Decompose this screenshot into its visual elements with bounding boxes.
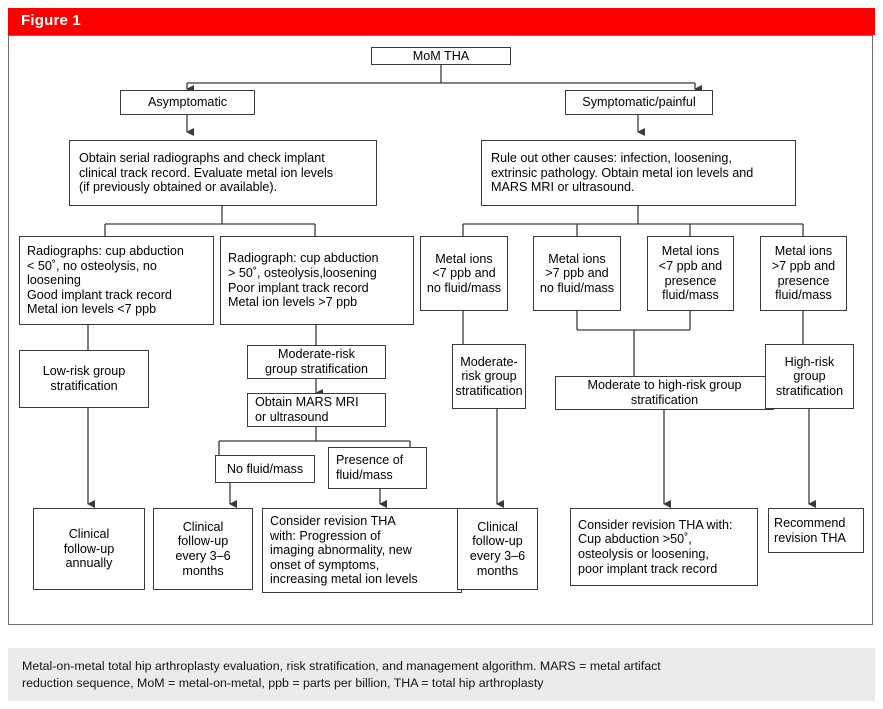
node-clinical-follow-up-annually[interactable]: Clinical follow-up annually — [33, 508, 145, 590]
node-label: Moderate-risk group stratification — [265, 347, 368, 376]
node-metal-ions-low-presence-fluid[interactable]: Metal ions <7 ppb and presence fluid/mas… — [647, 236, 734, 311]
node-label: High-risk group stratification — [775, 354, 844, 398]
node-label: Moderate to high-risk group stratificati… — [587, 378, 742, 407]
node-label: Obtain serial radiographs and check impl… — [79, 151, 334, 195]
node-consider-revision-tha-progression[interactable]: Consider revision THA with: Progression … — [262, 508, 462, 593]
node-obtain-mars-mri[interactable]: Obtain MARS MRI or ultrasound — [247, 393, 386, 427]
node-label: Low-risk group stratification — [42, 364, 126, 393]
node-recommend-revision-tha[interactable]: Recommend revision THA — [768, 508, 864, 553]
node-moderate-risk-group-stratification[interactable]: Moderate-risk group stratification — [247, 345, 386, 379]
node-label: Obtain MARS MRI or ultrasound — [255, 395, 359, 424]
node-label: Clinical follow-up every 3–6 months — [469, 519, 526, 578]
node-moderate-risk-group-stratification-right[interactable]: Moderate- risk group stratification — [452, 344, 526, 409]
node-label: Consider revision THA with: Progression … — [270, 514, 418, 587]
node-low-risk-group-stratification[interactable]: Low-risk group stratification — [19, 350, 149, 408]
node-no-fluid-mass[interactable]: No fluid/mass — [215, 455, 315, 483]
node-radiograph-high-risk-criteria[interactable]: Radiograph: cup abduction > 50˚, osteoly… — [220, 236, 414, 325]
node-label: Recommend revision THA — [774, 515, 846, 545]
node-mom-tha[interactable]: MoM THA — [371, 47, 511, 65]
node-label: Metal ions >7 ppb and presence fluid/mas… — [771, 244, 836, 303]
node-symptomatic-painful[interactable]: Symptomatic/painful — [565, 90, 713, 115]
node-label: Radiograph: cup abduction > 50˚, osteoly… — [228, 251, 379, 310]
figure-caption-text: Metal-on-metal total hip arthroplasty ev… — [22, 659, 661, 690]
figure-caption: Metal-on-metal total hip arthroplasty ev… — [8, 648, 875, 701]
node-radiographs-low-risk-criteria[interactable]: Radiographs: cup abduction < 50˚, no ost… — [19, 236, 214, 325]
figure-label: Figure 1 — [21, 12, 81, 29]
node-metal-ions-high-presence-fluid[interactable]: Metal ions >7 ppb and presence fluid/mas… — [760, 236, 847, 311]
node-high-risk-group-stratification[interactable]: High-risk group stratification — [765, 344, 854, 409]
node-obtain-serial-radiographs[interactable]: Obtain serial radiographs and check impl… — [69, 140, 377, 206]
flowchart-canvas: MoM THA Asymptomatic Symptomatic/painful… — [19, 47, 864, 593]
node-label: Metal ions <7 ppb and no fluid/mass — [426, 251, 502, 295]
node-label: Radiographs: cup abduction < 50˚, no ost… — [27, 244, 184, 317]
node-label: Metal ions <7 ppb and presence fluid/mas… — [658, 244, 723, 303]
node-label: No fluid/mass — [226, 461, 304, 476]
node-label: Presence of fluid/mass — [336, 453, 404, 482]
node-metal-ions-low-no-fluid[interactable]: Metal ions <7 ppb and no fluid/mass — [420, 236, 508, 311]
node-clinical-follow-up-3-6-months-left[interactable]: Clinical follow-up every 3–6 months — [153, 508, 253, 590]
node-label: Rule out other causes: infection, loosen… — [491, 151, 754, 195]
node-asymptomatic[interactable]: Asymptomatic — [120, 90, 255, 115]
node-label: Asymptomatic — [147, 95, 228, 110]
node-label: Moderate- risk group stratification — [455, 354, 523, 398]
node-label: Clinical follow-up every 3–6 months — [175, 519, 231, 578]
node-moderate-to-high-risk-group-stratification[interactable]: Moderate to high-risk group stratificati… — [555, 376, 774, 410]
node-rule-out-other-causes[interactable]: Rule out other causes: infection, loosen… — [481, 140, 796, 206]
node-label: MoM THA — [412, 48, 470, 63]
node-clinical-follow-up-3-6-months-right[interactable]: Clinical follow-up every 3–6 months — [457, 508, 538, 590]
node-consider-revision-tha-cup-abduction[interactable]: Consider revision THA with: Cup abductio… — [570, 508, 758, 586]
node-label: Consider revision THA with: Cup abductio… — [578, 517, 733, 576]
node-presence-of-fluid-mass[interactable]: Presence of fluid/mass — [328, 447, 427, 489]
node-label: Symptomatic/painful — [582, 95, 696, 110]
node-label: Metal ions >7 ppb and no fluid/mass — [539, 251, 615, 295]
node-metal-ions-high-no-fluid[interactable]: Metal ions >7 ppb and no fluid/mass — [533, 236, 621, 311]
figure-header-bar: Figure 1 — [8, 8, 875, 35]
node-label: Clinical follow-up annually — [63, 527, 115, 571]
